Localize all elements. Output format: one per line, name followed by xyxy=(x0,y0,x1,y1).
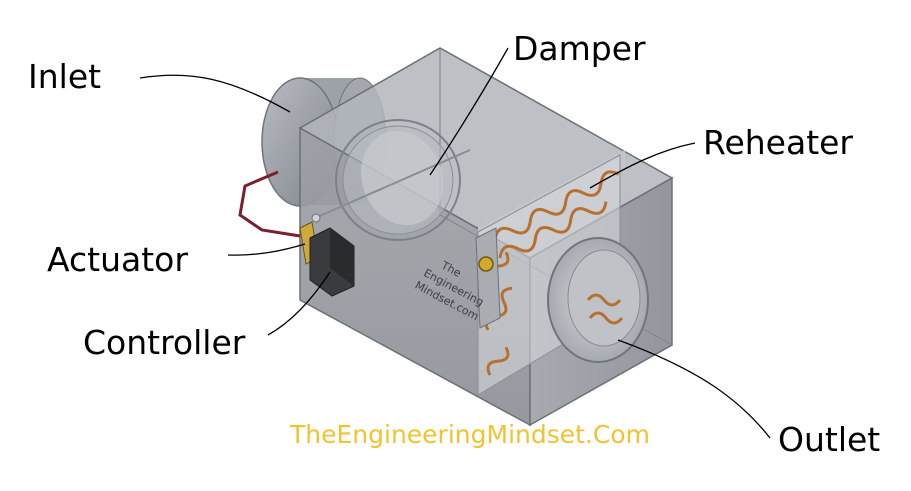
controller-label: Controller xyxy=(83,323,246,362)
leader-lines xyxy=(139,47,771,439)
controller xyxy=(309,227,355,297)
reheater-label: Reheater xyxy=(703,123,853,162)
damper-leader xyxy=(429,47,509,176)
inlet-leader xyxy=(139,74,291,113)
outlet-duct xyxy=(547,237,649,363)
actuator-leader xyxy=(227,243,306,256)
damper xyxy=(314,119,471,241)
site-watermark: TheEngineeringMindset.Com xyxy=(290,420,650,449)
outlet-leader xyxy=(617,339,771,439)
controller-leader xyxy=(267,271,331,336)
heater-terminal xyxy=(475,227,501,329)
reheater-leader xyxy=(589,142,696,189)
damper-label: Damper xyxy=(513,29,646,68)
inlet-label: Inlet xyxy=(28,57,102,96)
actuator-wire xyxy=(238,170,301,238)
actuator-label: Actuator xyxy=(47,240,188,279)
outlet-label: Outlet xyxy=(778,420,881,459)
